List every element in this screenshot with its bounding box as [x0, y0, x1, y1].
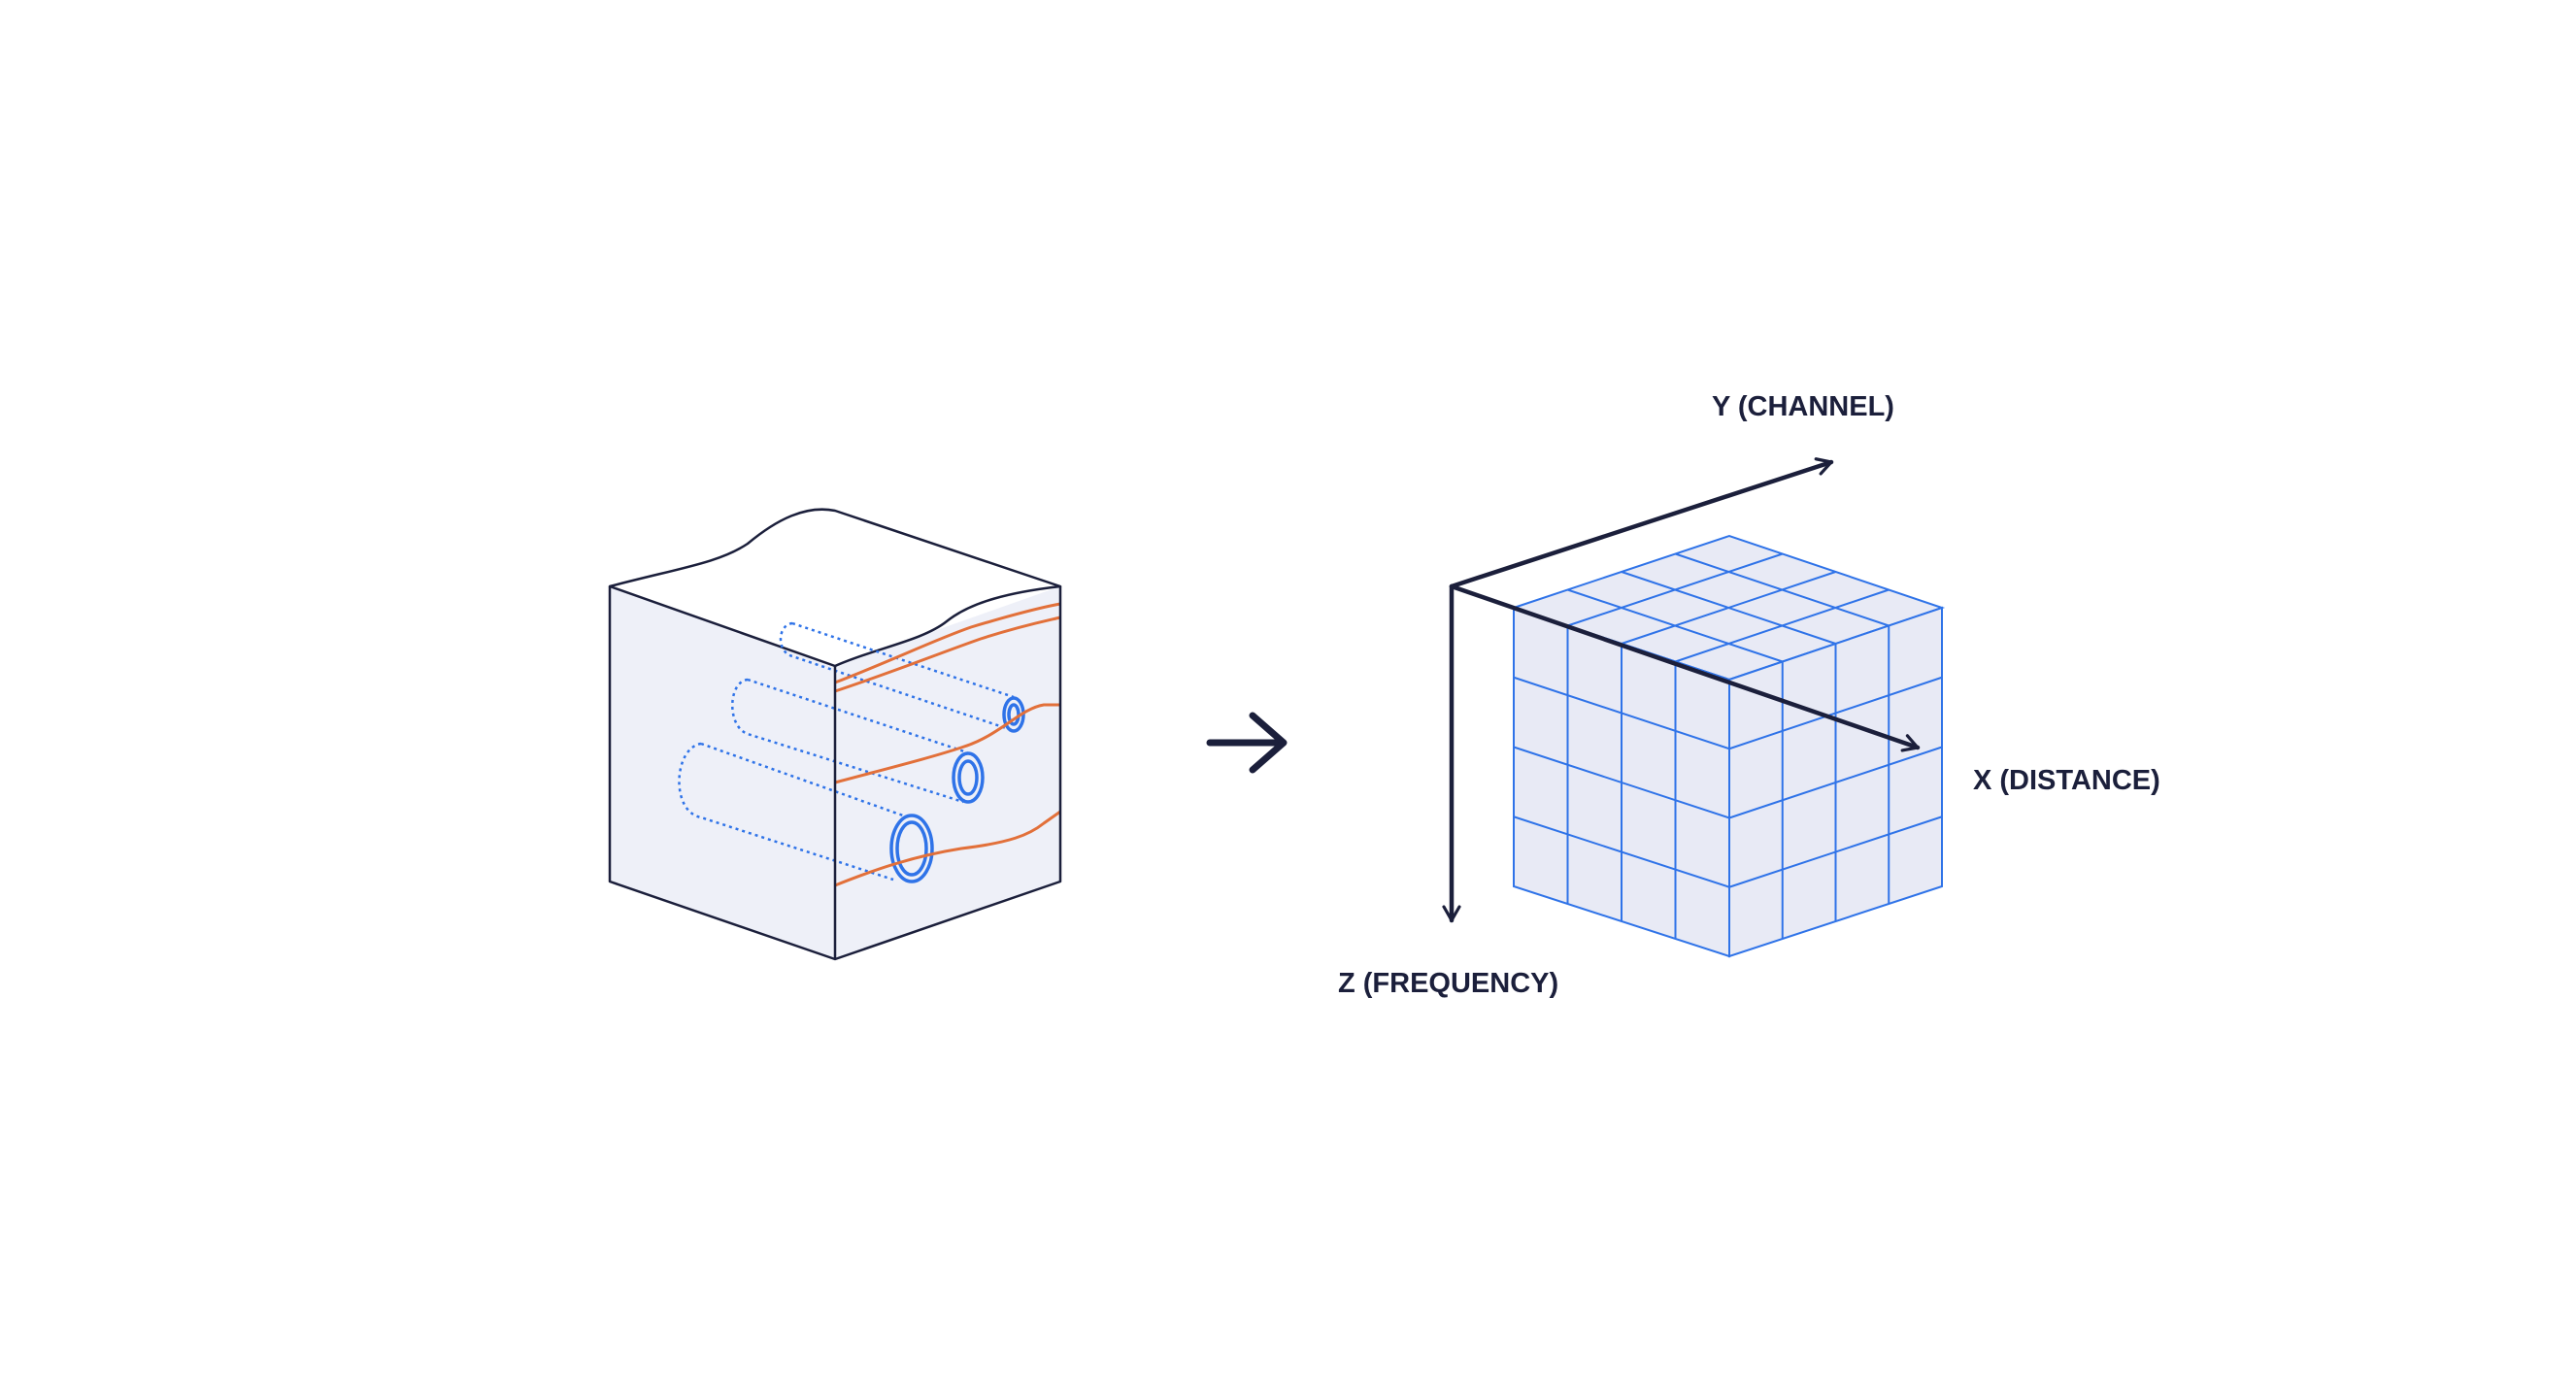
pipe-large-end-ring: [889, 814, 934, 883]
right-arrow-icon: [1206, 712, 1288, 774]
buried-cables: [834, 602, 1061, 887]
y-axis-line: [1449, 457, 1834, 589]
grid-line: [1513, 816, 1730, 888]
data-cube: [1510, 534, 1946, 958]
buried-pipes: [678, 621, 1025, 883]
cable-4: [834, 810, 1061, 887]
grid-line: [1621, 571, 1836, 645]
data-cube-grid: [1513, 552, 1943, 939]
axes: Y (CHANNEL) X (DISTANCE) Z (FREQUENCY): [1338, 391, 2160, 999]
pipe-large: [678, 742, 904, 882]
pipe-large-inner-ring: [895, 820, 928, 877]
pipe-medium-end-ring: [952, 751, 985, 804]
grid-line: [1675, 552, 1890, 627]
soil-block-outline: [608, 586, 1062, 961]
grid-line: [1675, 588, 1890, 663]
cable-3: [834, 703, 1060, 784]
x-axis-label: X (DISTANCE): [1973, 765, 2160, 796]
cable-2: [834, 616, 1061, 693]
pipe-medium: [731, 678, 968, 804]
x-axis-line: [1449, 583, 1921, 752]
soil-block-left-face: [610, 586, 835, 959]
y-axis-label: Y (CHANNEL): [1712, 391, 1894, 422]
grid-line: [1728, 746, 1943, 819]
pipe-medium-inner-ring: [957, 759, 979, 796]
grid-line: [1728, 816, 1943, 888]
cable-1: [834, 602, 1061, 684]
grid-line: [1513, 746, 1730, 819]
z-axis-label: Z (FREQUENCY): [1338, 968, 1558, 999]
soil-block: [608, 508, 1062, 961]
pipe-small: [779, 621, 1015, 732]
